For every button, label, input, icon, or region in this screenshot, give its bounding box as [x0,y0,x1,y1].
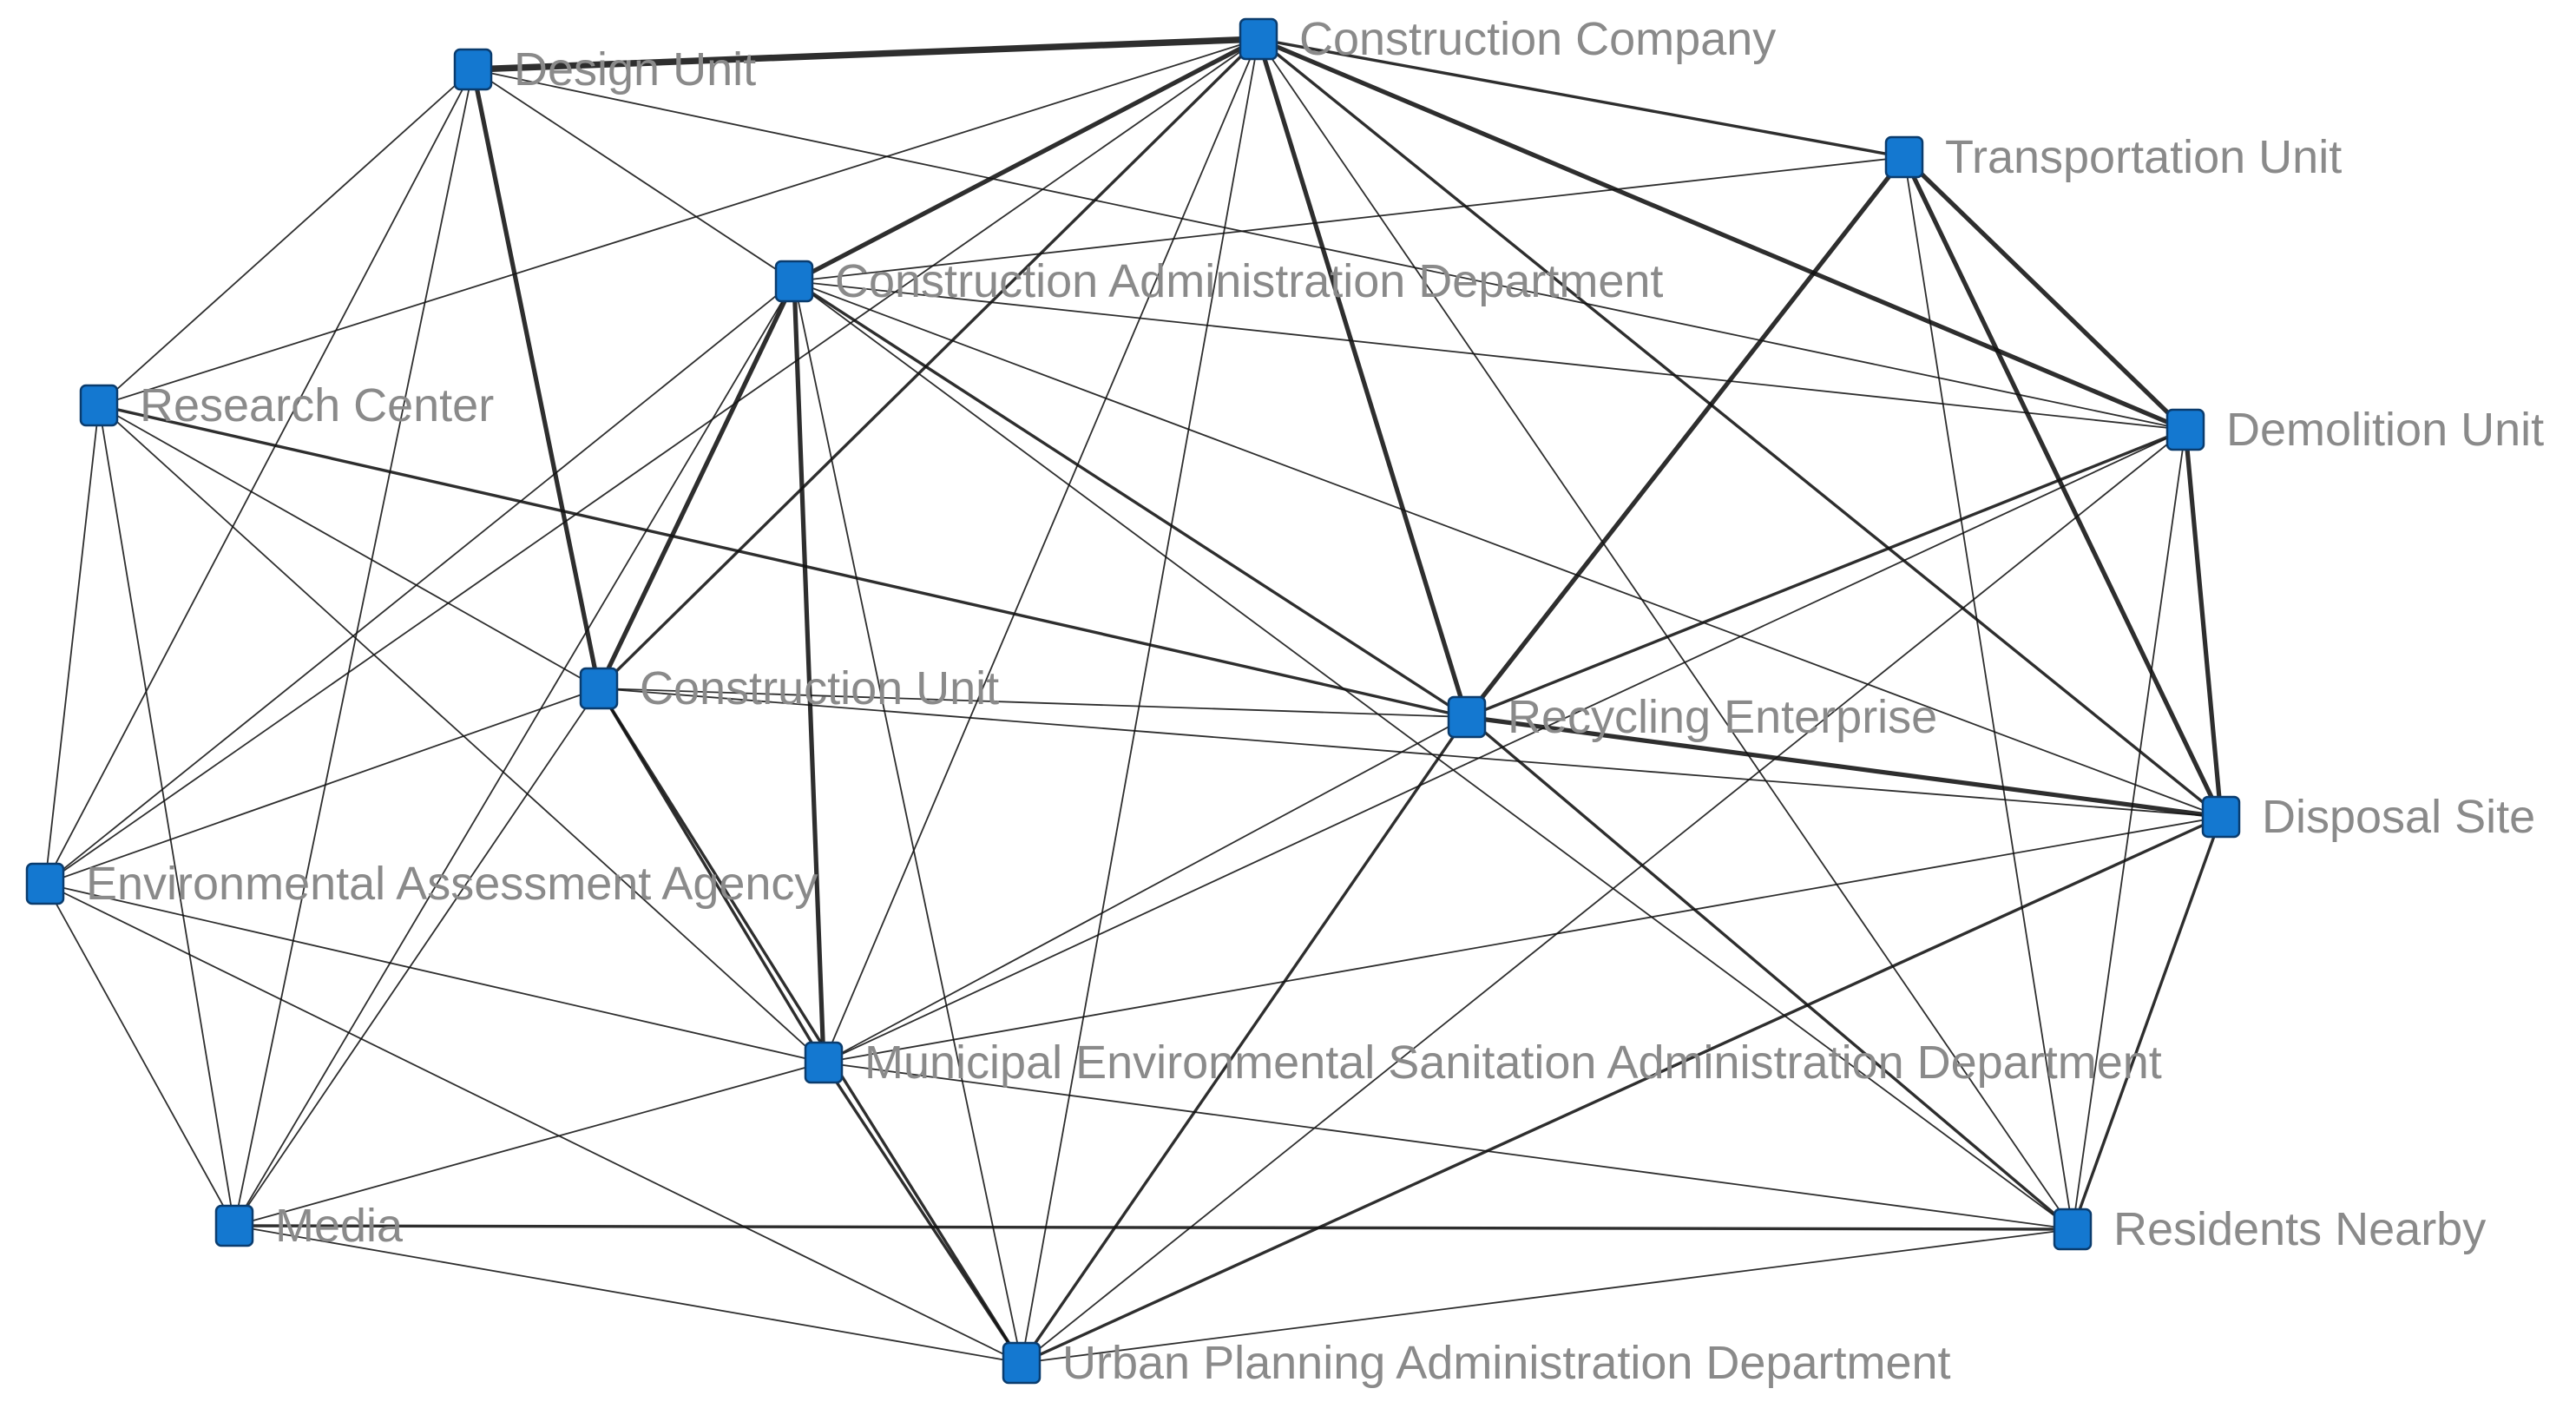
edge-construction_unit--env_assessment_agency [44,688,600,885]
edge-construction_admin_dept--recycling_enterprise [793,280,1468,719]
node-label-construction-unit: Construction Unit [640,662,999,714]
edge-recycling_enterprise--residents_nearby [1465,715,2074,1231]
node-label-design-unit: Design Unit [514,43,756,95]
edge-disposal_site--residents_nearby [2071,816,2223,1230]
edge-demolition_unit--residents_nearby [2072,429,2186,1230]
node-label-env-assessment-agency: Environmental Assessment Agency [86,858,818,910]
node-residents-nearby[interactable] [2053,1208,2093,1251]
edge-construction_company--municipal_env_sanitation_dept [823,38,1259,1063]
edge-transportation_unit--demolition_unit [1902,155,2187,431]
edge-design_unit--env_assessment_agency [44,69,474,885]
edge-research_center--env_assessment_agency [44,405,100,885]
node-label-municipal-env-sanitation-dept: Municipal Environmental Sanitation Admin… [864,1037,2162,1089]
edge-demolition_unit--municipal_env_sanitation_dept [823,429,2186,1063]
edge-research_center--media [98,405,235,1227]
node-label-demolition-unit: Demolition Unit [2226,404,2544,456]
edge-construction_admin_dept--construction_unit [596,280,797,690]
edge-construction_admin_dept--media [233,280,795,1227]
node-label-recycling-enterprise: Recycling Enterprise [1508,691,1937,743]
node-label-construction-company: Construction Company [1299,13,1776,65]
edge-env_assessment_agency--urban_planning_dept [44,883,1022,1364]
edge-design_unit--construction_company [472,36,1259,73]
edge-disposal_site--urban_planning_dept [1021,815,2222,1365]
edge-env_assessment_agency--media [44,883,235,1227]
edge-construction_unit--disposal_site [598,688,2222,818]
edge-municipal_env_sanitation_dept--residents_nearby [823,1062,2073,1230]
edge-construction_admin_dept--demolition_unit [793,280,2186,431]
edge-design_unit--research_center [98,69,474,406]
node-demolition-unit[interactable] [2165,408,2205,451]
edge-construction_company--construction_admin_dept [792,36,1260,284]
node-label-disposal-site: Disposal Site [2262,791,2535,843]
edge-media--residents_nearby [233,1224,2073,1231]
edge-transportation_unit--residents_nearby [1903,156,2073,1230]
edge-construction_company--residents_nearby [1258,38,2073,1230]
node-label-construction-admin-dept: Construction Administration Department [835,255,1663,307]
edge-design_unit--media [233,69,474,1227]
edge-transportation_unit--recycling_enterprise [1464,155,1907,719]
nodes-layer [25,17,2241,1385]
node-label-urban-planning-dept: Urban Planning Administration Department [1062,1337,1951,1389]
node-construction-admin-dept[interactable] [774,260,814,303]
edge-media--urban_planning_dept [233,1225,1022,1364]
edge-transportation_unit--construction_admin_dept [793,156,1905,282]
edge-construction_company--demolition_unit [1257,36,2187,432]
edge-demolition_unit--recycling_enterprise [1466,428,2186,719]
edge-design_unit--demolition_unit [472,69,2186,431]
edge-demolition_unit--urban_planning_dept [1021,429,2186,1364]
node-construction-company[interactable] [1239,17,1278,61]
edge-construction_admin_dept--municipal_env_sanitation_dept [792,280,826,1063]
node-media[interactable] [214,1204,254,1247]
edge-construction_company--recycling_enterprise [1256,38,1469,718]
node-label-media: Media [275,1200,404,1252]
node-research-center[interactable] [79,384,119,427]
edge-design_unit--construction_unit [470,69,601,689]
edge-construction_company--research_center [98,38,1259,406]
edges-layer [44,36,2224,1365]
labels-layer: Design Unit Construction CompanyTransport… [86,13,2544,1389]
edge-disposal_site--municipal_env_sanitation_dept [823,816,2222,1063]
edge-construction_company--transportation_unit [1258,37,1905,159]
node-env-assessment-agency[interactable] [25,862,65,905]
edge-env_assessment_agency--municipal_env_sanitation_dept [44,883,825,1063]
edge-research_center--construction_unit [98,405,600,689]
edge-construction_admin_dept--disposal_site [793,280,2222,818]
node-design-unit[interactable] [453,48,493,91]
node-construction-unit[interactable] [579,667,619,710]
edge-municipal_env_sanitation_dept--urban_planning_dept [822,1062,1023,1364]
node-urban-planning-dept[interactable] [1002,1341,1042,1385]
node-label-research-center: Research Center [140,379,494,431]
edge-research_center--municipal_env_sanitation_dept [98,405,825,1063]
edge-recycling_enterprise--municipal_env_sanitation_dept [823,716,1468,1063]
edge-construction_admin_dept--urban_planning_dept [793,280,1022,1364]
node-label-residents-nearby: Residents Nearby [2113,1203,2486,1255]
edge-urban_planning_dept--residents_nearby [1021,1228,2073,1364]
edge-construction_admin_dept--env_assessment_agency [44,280,795,885]
edge-research_center--recycling_enterprise [98,404,1468,719]
edge-construction_company--construction_unit [597,37,1260,690]
node-municipal-env-sanitation-dept[interactable] [804,1041,844,1084]
node-transportation-unit[interactable] [1884,135,1924,179]
node-recycling-enterprise[interactable] [1447,695,1487,739]
edge-construction_company--disposal_site [1257,37,2223,819]
edge-municipal_env_sanitation_dept--media [233,1062,825,1227]
edge-construction_company--urban_planning_dept [1021,38,1259,1364]
edge-recycling_enterprise--disposal_site [1466,714,2222,819]
edge-construction_unit--urban_planning_dept [597,688,1023,1364]
edge-recycling_enterprise--urban_planning_dept [1020,716,1469,1364]
edge-design_unit--construction_admin_dept [472,69,795,282]
node-disposal-site[interactable] [2201,795,2241,839]
edge-construction_company--env_assessment_agency [44,38,1259,885]
edge-demolition_unit--disposal_site [2183,429,2224,818]
edge-construction_unit--recycling_enterprise [598,688,1468,718]
edge-construction_unit--media [233,688,600,1227]
node-label-transportation-unit: Transportation Unit [1945,131,2342,183]
